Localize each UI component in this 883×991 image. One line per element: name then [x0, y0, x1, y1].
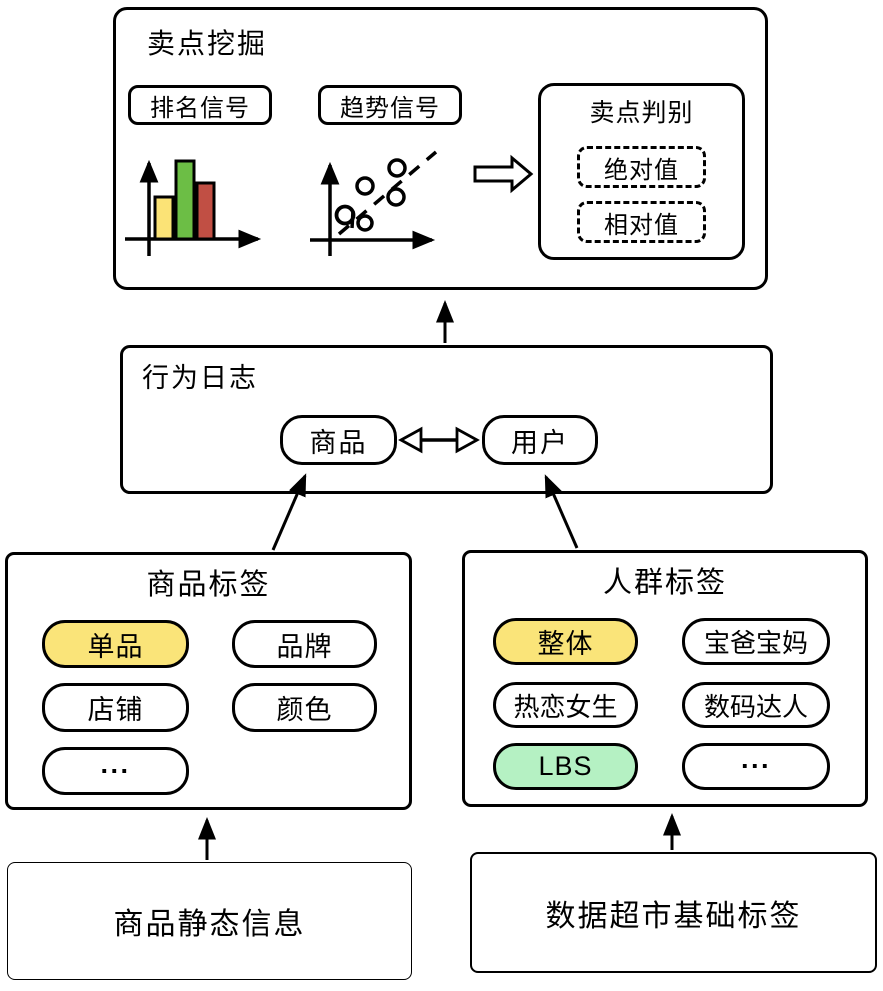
trend-signal-label: 趋势信号 [318, 85, 462, 125]
tag-parents: 宝爸宝妈 [682, 618, 830, 665]
product-tags-title: 商品标签 [146, 569, 271, 601]
product-static-info-box: 商品静态信息 [7, 862, 412, 980]
tag-overall: 整体 [493, 618, 638, 665]
tag-lbs: LBS [493, 743, 638, 790]
tag-product-more: ··· [42, 747, 189, 795]
tag-crowd-more: ··· [682, 743, 830, 790]
selling-point-mining-title: 卖点挖掘 [147, 28, 268, 59]
product-node: 商品 [280, 415, 397, 465]
behavior-log-box [120, 345, 773, 494]
tag-brand: 品牌 [232, 620, 377, 668]
tag-digital-expert: 数码达人 [682, 682, 830, 728]
data-mart-basic-tags-box: 数据超市基础标签 [470, 852, 877, 973]
relative-value-item: 相对值 [577, 201, 706, 243]
ranking-signal-label: 排名信号 [128, 85, 272, 125]
tag-single-item: 单品 [42, 620, 189, 668]
behavior-log-title: 行为日志 [142, 363, 258, 393]
absolute-value-item: 绝对值 [577, 146, 706, 188]
tag-shop: 店铺 [42, 683, 189, 732]
user-node: 用户 [482, 415, 598, 465]
crowd-tags-title: 人群标签 [602, 567, 727, 599]
tag-color: 颜色 [232, 683, 377, 732]
selling-point-judgment-title: 卖点判别 [589, 99, 694, 127]
tag-girls-in-love: 热恋女生 [493, 682, 638, 728]
